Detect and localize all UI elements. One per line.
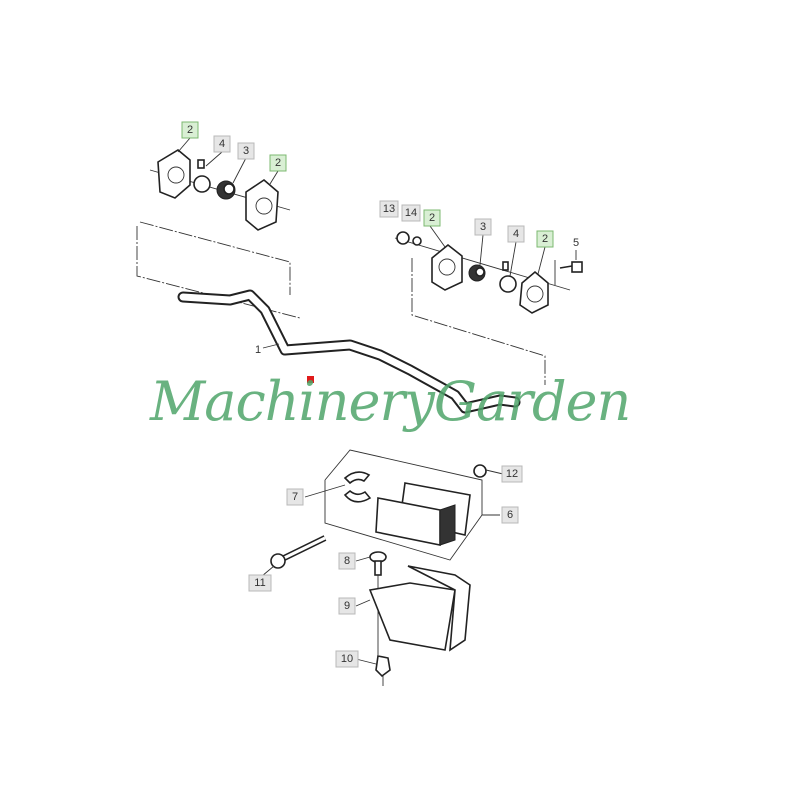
callout-12[interactable]: 12 xyxy=(501,465,523,483)
half-clamps xyxy=(343,471,372,503)
callout-7[interactable]: 7 xyxy=(286,488,304,506)
callout-2[interactable]: 2 xyxy=(269,154,287,172)
long-bolt xyxy=(270,535,327,569)
callout-3[interactable]: 3 xyxy=(237,142,255,160)
bushing xyxy=(468,264,486,282)
callout-text: 3 xyxy=(243,145,249,157)
lock-nut xyxy=(473,464,487,478)
callout-text: 10 xyxy=(341,653,353,665)
callout-10[interactable]: 10 xyxy=(335,650,359,668)
callout-text: 5 xyxy=(573,237,579,249)
left-bushing-assembly xyxy=(136,149,301,319)
callout-3[interactable]: 3 xyxy=(474,218,492,236)
callout-9[interactable]: 9 xyxy=(338,597,356,615)
bolt xyxy=(559,250,583,273)
callout-text: 3 xyxy=(480,221,486,233)
callout-text: 2 xyxy=(429,212,435,224)
grease-fitting xyxy=(499,261,517,293)
lock-washer xyxy=(412,236,422,246)
callout-2[interactable]: 2 xyxy=(423,209,441,227)
flange-nut xyxy=(375,655,391,686)
stabilizer-bar xyxy=(177,289,521,414)
callout-text: 1 xyxy=(255,344,261,356)
callout-1[interactable]: 1 xyxy=(255,344,261,356)
watermark: MachineryGarden xyxy=(149,370,630,433)
bushing xyxy=(216,180,236,200)
callout-2[interactable]: 2 xyxy=(181,121,199,139)
mount-assembly xyxy=(270,449,487,686)
callout-5[interactable]: 5 xyxy=(573,237,579,249)
callout-text: 8 xyxy=(344,555,350,567)
flange-plate xyxy=(245,178,279,231)
callout-text: 9 xyxy=(344,600,350,612)
callout-text: 11 xyxy=(254,577,265,589)
marker-dot xyxy=(307,376,314,383)
mounting-bracket xyxy=(368,565,471,652)
callout-8[interactable]: 8 xyxy=(338,552,356,570)
callout-11[interactable]: 11 xyxy=(248,574,272,592)
flange-plate xyxy=(431,243,463,291)
callout-6[interactable]: 6 xyxy=(501,506,519,524)
callout-text: 7 xyxy=(292,491,298,503)
flange-plate xyxy=(519,270,549,314)
nut xyxy=(396,231,410,245)
rubber-block xyxy=(375,482,471,546)
callout-text: 14 xyxy=(405,207,417,219)
callout-4[interactable]: 4 xyxy=(507,225,525,243)
callout-14[interactable]: 14 xyxy=(401,204,421,222)
leader-lines xyxy=(177,137,546,665)
callout-text: 2 xyxy=(187,124,193,136)
callout-text: 4 xyxy=(219,138,225,150)
callout-text: 2 xyxy=(542,233,548,245)
callout-2[interactable]: 2 xyxy=(536,230,554,248)
callout-text: 12 xyxy=(506,468,518,480)
callout-4[interactable]: 4 xyxy=(213,135,231,153)
right-bushing-assembly xyxy=(394,231,583,385)
grease-fitting xyxy=(193,159,211,193)
callout-text: 13 xyxy=(383,203,395,215)
callout-text: 2 xyxy=(275,157,281,169)
flange-plate xyxy=(157,149,191,199)
callout-text: 4 xyxy=(513,228,519,240)
callout-13[interactable]: 13 xyxy=(379,200,399,218)
callout-text: 6 xyxy=(507,509,513,521)
